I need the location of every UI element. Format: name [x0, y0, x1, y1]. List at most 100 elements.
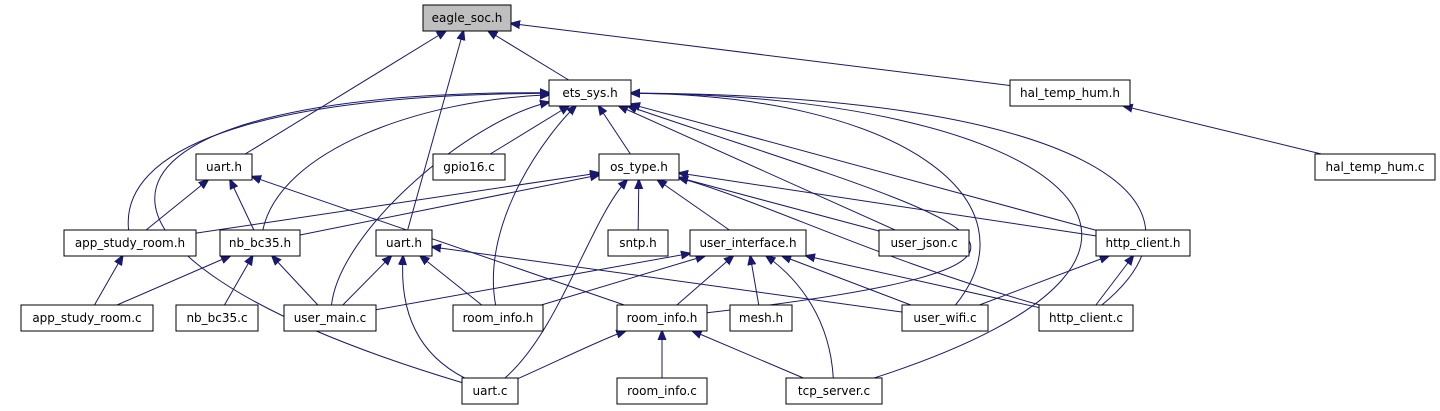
node-box	[283, 304, 377, 332]
edge-tcp_server_c-to-room_info_h_b	[693, 331, 804, 379]
node-user-json-c[interactable]: user_json.c	[878, 229, 970, 257]
edge-http_client_c-to-os_type_h	[679, 178, 1040, 306]
node-label: http_client.h	[1105, 236, 1180, 250]
edge-user_main_c-to-nb_bc35_h	[272, 256, 319, 306]
node-gpio16-c[interactable]: gpio16.c	[432, 153, 506, 181]
edge-app_study_room_h-to-os_type_h	[195, 173, 599, 234]
node-label: user_json.c	[890, 236, 957, 250]
node-sntp-h[interactable]: sntp.h	[607, 229, 669, 257]
node-box	[422, 4, 512, 32]
node-label: hal_temp_hum.c	[1326, 160, 1425, 174]
edge-uart_c-to-uart_h_b	[403, 256, 465, 379]
node-box	[901, 304, 989, 332]
edge-http_client_c-to-ets_sys_h	[631, 93, 1147, 306]
node-user-main-c[interactable]: user_main.c	[283, 304, 377, 332]
node-app-study-room-h[interactable]: app_study_room.h	[63, 229, 197, 257]
edge-uart_h_a-to-eagle_soc_h	[244, 31, 446, 155]
node-box	[598, 153, 680, 181]
edge-user_json_c-to-ets_sys_h	[619, 106, 896, 231]
edge-room_info_h_b-to-user_interface_h	[676, 256, 733, 306]
edge-user_wifi_c-to-user_interface_h	[782, 256, 912, 306]
node-box	[1095, 229, 1191, 257]
edge-uart_c-to-os_type_h	[504, 180, 627, 379]
edge-http_client_c-to-user_interface_h	[806, 256, 1040, 309]
edge-hal_temp_hum_h-to-eagle_soc_h	[511, 23, 1011, 87]
edge-gpio16_c-to-ets_sys_h	[489, 106, 568, 155]
node-nb-bc35-h[interactable]: nb_bc35.h	[219, 229, 301, 257]
node-box	[607, 229, 669, 257]
node-ets-sys-h[interactable]: ets_sys.h	[548, 79, 632, 107]
node-mesh-h[interactable]: mesh.h	[729, 304, 793, 332]
node-label: app_study_room.h	[75, 236, 185, 250]
node-room-info-h-a[interactable]: room_info.h	[452, 304, 544, 332]
node-room-info-c[interactable]: room_info.c	[616, 377, 708, 405]
edge-user_main_c-to-user_interface_h	[375, 253, 690, 311]
edge-user_wifi_c-to-http_client_h	[979, 256, 1108, 306]
node-app-study-room-c[interactable]: app_study_room.c	[20, 304, 154, 332]
node-uart-h-b[interactable]: uart.h	[375, 229, 433, 257]
node-http-client-h[interactable]: http_client.h	[1095, 229, 1191, 257]
edge-uart_c-to-room_info_h_b	[517, 331, 625, 380]
edge-user_wifi_c-to-uart_h_b	[432, 247, 903, 313]
node-label: os_type.h	[610, 160, 668, 174]
edge-nb_bc35_h-to-ets_sys_h	[262, 95, 549, 231]
edge-tcp_server_c-to-user_interface_h	[766, 256, 834, 379]
edge-room_info_h_a-to-ets_sys_h	[493, 106, 576, 306]
node-tcp-server-c[interactable]: tcp_server.c	[785, 377, 883, 405]
node-room-info-h-b[interactable]: room_info.h	[616, 304, 708, 332]
edge-hal_temp_hum_c-to-hal_temp_hum_h	[1124, 106, 1322, 155]
node-box	[1314, 153, 1436, 181]
node-box	[175, 304, 259, 332]
node-label: user_wifi.c	[913, 311, 976, 325]
node-os-type-h[interactable]: os_type.h	[598, 153, 680, 181]
node-box	[219, 229, 301, 257]
node-label: mesh.h	[739, 311, 783, 325]
edge-http_client_h-to-os_type_h	[679, 173, 1097, 237]
node-box	[1038, 304, 1134, 332]
node-box	[548, 79, 632, 107]
edge-uart_c-to-ets_sys_h	[154, 93, 549, 384]
edge-http_client_h-to-ets_sys_h	[631, 104, 1097, 231]
node-label: sntp.h	[619, 236, 657, 250]
node-label: gpio16.c	[443, 160, 495, 174]
node-user-interface-h[interactable]: user_interface.h	[689, 229, 807, 257]
edge-room_info_h_a-to-user_interface_h	[541, 256, 704, 306]
node-hal-temp-hum-c[interactable]: hal_temp_hum.c	[1314, 153, 1436, 181]
node-uart-h-a[interactable]: uart.h	[195, 153, 253, 181]
edge-app_study_room_c-to-nb_bc35_h	[116, 256, 230, 306]
node-label: uart.h	[206, 160, 242, 174]
node-label: ets_sys.h	[562, 86, 617, 100]
node-label: nb_bc35.h	[229, 236, 291, 250]
node-label: user_main.c	[294, 311, 367, 325]
edge-user_main_c-to-uart_h_b	[342, 256, 391, 306]
edge-room_info_h_a-to-uart_h_b	[420, 256, 483, 306]
node-label: room_info.h	[627, 311, 698, 325]
node-hal-temp-hum-h[interactable]: hal_temp_hum.h	[1009, 79, 1131, 107]
node-label: nb_bc35.c	[186, 311, 247, 325]
node-box	[616, 377, 708, 405]
node-box	[616, 304, 708, 332]
node-eagle-soc-h[interactable]: eagle_soc.h	[422, 4, 512, 32]
edge-tcp_server_c-to-ets_sys_h	[631, 93, 1082, 379]
node-http-client-c[interactable]: http_client.c	[1038, 304, 1134, 332]
edge-nb_bc35_c-to-nb_bc35_h	[224, 256, 252, 306]
edge-app_study_room_h-to-uart_h_a	[145, 180, 208, 231]
edge-mesh_h-to-user_interface_h	[750, 256, 760, 306]
node-box	[785, 377, 883, 405]
edge-uart_h_b-to-eagle_soc_h	[407, 31, 464, 231]
node-user-wifi-c[interactable]: user_wifi.c	[901, 304, 989, 332]
node-uart-c[interactable]: uart.c	[461, 377, 519, 405]
edge-sntp_h-to-os_type_h	[638, 180, 639, 231]
node-box	[729, 304, 793, 332]
node-label: user_interface.h	[699, 236, 796, 250]
node-box	[63, 229, 197, 257]
node-box	[432, 153, 506, 181]
edge-user_json_c-to-os_type_h	[679, 178, 880, 232]
edge-user_wifi_c-to-ets_sys_h	[631, 93, 981, 306]
node-nb-bc35-c[interactable]: nb_bc35.c	[175, 304, 259, 332]
node-label: http_client.c	[1049, 311, 1123, 325]
node-box	[195, 153, 253, 181]
node-label: eagle_soc.h	[432, 11, 503, 25]
node-box	[1009, 79, 1131, 107]
